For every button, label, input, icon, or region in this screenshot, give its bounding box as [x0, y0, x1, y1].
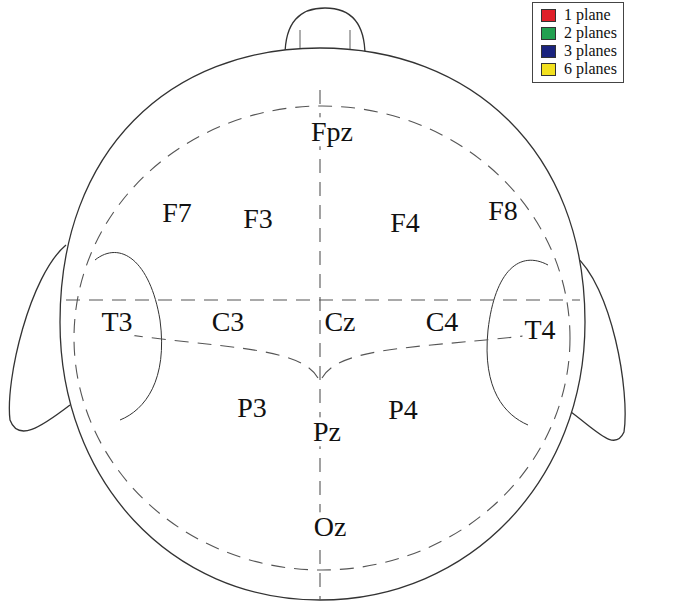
legend-row: 3 planes — [541, 42, 617, 60]
legend-swatch — [541, 63, 556, 76]
electrode-label: C4 — [424, 307, 461, 336]
electrode-label: F7 — [160, 198, 194, 227]
electrode-label: C3 — [210, 307, 247, 336]
nose-detail — [300, 30, 350, 50]
legend-text: 1 plane — [564, 6, 611, 24]
electrode-label: F3 — [241, 204, 275, 233]
legend-swatch — [541, 27, 556, 40]
left-curve — [110, 332, 318, 378]
legend-row: 2 planes — [541, 24, 617, 42]
legend-text: 3 planes — [564, 42, 617, 60]
right-curve — [322, 334, 540, 378]
electrode-label: P3 — [235, 393, 269, 422]
legend-row: 1 plane — [541, 6, 617, 24]
electrode-label: F8 — [486, 196, 520, 225]
electrode-label: Fpz — [309, 117, 355, 146]
legend-box: 1 plane2 planes3 planes6 planes — [532, 2, 624, 83]
electrode-label: F4 — [388, 208, 422, 237]
head-outline — [60, 48, 585, 600]
electrode-label: T4 — [522, 315, 557, 344]
electrode-label: Oz — [312, 512, 349, 541]
legend-text: 6 planes — [564, 60, 617, 78]
electrode-label: Pz — [311, 417, 343, 446]
legend-row: 6 planes — [541, 60, 617, 78]
electrode-label: P4 — [386, 395, 420, 424]
legend-swatch — [541, 9, 556, 22]
electrode-ring — [74, 106, 570, 570]
coronal-line — [66, 299, 580, 300]
legend-swatch — [541, 45, 556, 58]
electrode-label: Cz — [322, 307, 357, 336]
left-ear-inner — [95, 253, 162, 421]
legend-text: 2 planes — [564, 24, 617, 42]
electrode-label: T3 — [99, 307, 134, 336]
